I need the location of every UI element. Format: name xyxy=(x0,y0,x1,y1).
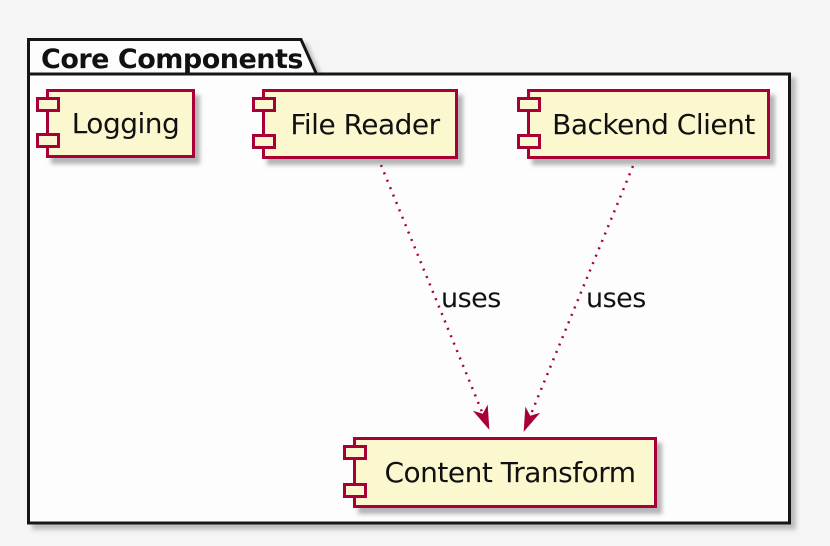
component-label: Logging xyxy=(71,107,180,140)
component-label: Content Transform xyxy=(384,456,636,489)
component-port-icon xyxy=(36,97,60,112)
component-logging: Logging xyxy=(36,89,195,158)
component-port-icon xyxy=(252,134,276,149)
component-backend-client: Backend Client xyxy=(517,89,770,159)
package-title: Core Components xyxy=(41,44,304,75)
component-port-icon xyxy=(252,97,276,112)
package-tab xyxy=(27,38,319,76)
component-file-reader: File Reader xyxy=(252,89,458,159)
component-port-icon xyxy=(517,134,541,149)
component-port-icon xyxy=(343,483,367,498)
component-port-icon xyxy=(36,133,60,148)
edge-label-uses: uses xyxy=(441,283,501,314)
component-port-icon xyxy=(343,445,367,460)
component-label: Backend Client xyxy=(552,107,755,141)
edge-label-uses: uses xyxy=(586,283,646,314)
component-content-transform: Content Transform xyxy=(343,437,657,508)
component-port-icon xyxy=(517,97,541,112)
component-label: File Reader xyxy=(290,107,440,141)
